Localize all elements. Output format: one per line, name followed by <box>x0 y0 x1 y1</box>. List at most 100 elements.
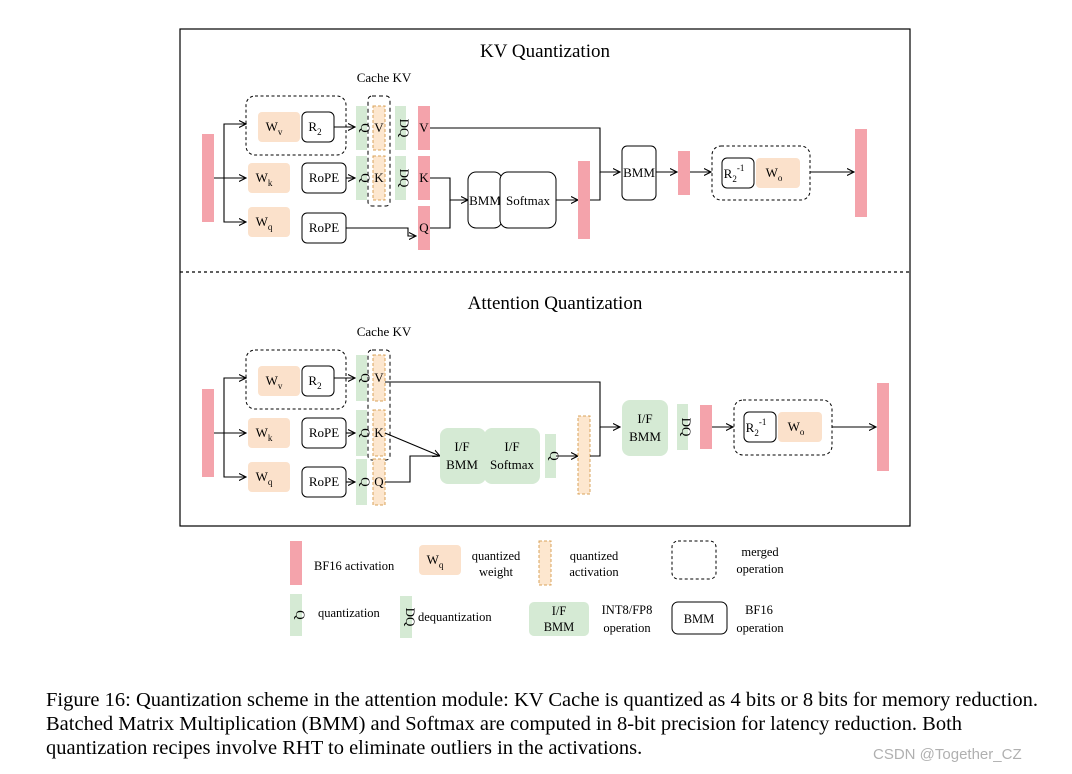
attn-quant-v <box>356 355 367 401</box>
legend-quantized-weight-2: weight <box>479 565 514 579</box>
attn-if-bmm2-line2: BMM <box>629 429 661 444</box>
legend-quantized-activation-2: activation <box>569 565 619 579</box>
attn-r2-label: R2 <box>308 373 321 391</box>
attn-cached-v <box>372 354 386 402</box>
kv-quant-k <box>356 156 367 200</box>
kv-softmax-label: Softmax <box>506 193 551 208</box>
kv-r2inv-op <box>721 157 755 189</box>
kv-quant-k-symbol: Q <box>358 173 373 183</box>
legend-dequantization-label: dequantization <box>418 610 492 624</box>
legend-quantized-activation-1: quantized <box>570 549 619 563</box>
attn-cached-k-label: K <box>374 425 384 440</box>
kv-wv-label: Wv <box>266 119 283 137</box>
kv-quant-v <box>356 106 367 150</box>
watermark: CSDN @Together_CZ <box>873 746 1022 763</box>
kv-quantization-section: KV Quantization Cache KV Wv R2 Wk RoPE W… <box>202 41 867 250</box>
attn-merged-wv-r2 <box>245 349 347 410</box>
attn-if-softmax-line2: Softmax <box>490 457 535 472</box>
attn-if-bmm1-line1: I/F <box>454 439 469 454</box>
kv-attn-weights-activation <box>578 161 590 239</box>
legend-bmm-swatch <box>671 601 728 635</box>
attn-input-fanout-line <box>214 378 246 434</box>
attn-wq-label: Wq <box>256 469 273 487</box>
quantization-diagram: KV Quantization Cache KV Wv R2 Wk RoPE W… <box>179 28 911 638</box>
kv-q-to-bmm-line <box>430 200 451 229</box>
attn-quant-v-symbol: Q <box>358 373 373 383</box>
legend-weight-swatch <box>419 545 461 575</box>
kv-cached-k-label: K <box>374 170 384 185</box>
legend-dequant-swatch <box>400 596 412 638</box>
diagram-frame <box>179 28 911 527</box>
attn-r2-op <box>301 365 335 397</box>
kv-bmm2-output-activation <box>678 151 690 195</box>
attn-quant-k <box>356 410 367 456</box>
legend-quant-symbol: Q <box>293 610 308 620</box>
attn-section-title: Attention Quantization <box>468 293 643 314</box>
attn-input-activation <box>202 389 214 477</box>
kv-bf16-v <box>418 106 430 150</box>
kv-dequant-k-symbol: DQ <box>397 169 412 188</box>
kv-bmm1-label: BMM <box>469 193 501 208</box>
legend-activation-swatch <box>538 540 552 586</box>
kv-bf16-q <box>418 206 430 250</box>
legend-int8-swatch <box>529 602 589 636</box>
legend-bf16op-label-2: operation <box>736 621 784 635</box>
kv-dequant-v <box>395 106 406 150</box>
attn-wv-label: Wv <box>266 373 283 391</box>
attn-if-softmax <box>484 428 540 484</box>
attn-softmax-quant <box>545 434 556 478</box>
kv-dequant-v-symbol: DQ <box>397 119 412 138</box>
legend-int8-symbol-1: I/F <box>552 604 567 618</box>
attn-bmm2-output-activation <box>700 405 712 449</box>
kv-bf16-q-label: Q <box>419 220 429 235</box>
legend-int8-symbol-2: BMM <box>544 620 575 634</box>
kv-merged-wv-r2 <box>245 95 347 156</box>
attn-quantized-q-label: Q <box>374 474 384 489</box>
kv-merged-r2inv-wo <box>711 145 811 201</box>
legend-dequant-symbol: DQ <box>403 608 418 627</box>
legend-merged-swatch <box>671 540 717 580</box>
kv-output-activation <box>855 129 867 217</box>
kv-cached-k <box>372 155 386 201</box>
kv-wk-label: Wk <box>256 170 273 188</box>
attn-cached-v-label: V <box>374 370 384 385</box>
kv-bf16-k-label: K <box>419 170 429 185</box>
attn-if-bmm2-line1: I/F <box>637 411 652 426</box>
kv-rope-q-to-q-arrow <box>346 227 416 236</box>
attn-rope-q-label: RoPE <box>309 474 339 489</box>
attn-k-to-ifbmm-arrow <box>384 432 440 456</box>
legend-bf16-label: BF16 activation <box>314 559 395 573</box>
attn-q-to-ifbmm-line <box>385 455 440 483</box>
kv-input-fanout-line <box>214 124 246 179</box>
attention-quantization-section: Attention Quantization Cache KV Wv R2 Wk… <box>202 293 889 506</box>
kv-section-title: KV Quantization <box>480 41 610 62</box>
attn-dequant <box>677 404 688 450</box>
kv-rope-q-label: RoPE <box>309 220 339 235</box>
attn-cache-label: Cache KV <box>357 324 412 339</box>
kv-k-to-bmm-arrow <box>430 177 468 200</box>
attn-to-wq-arrow <box>223 433 246 477</box>
kv-dequant-k <box>395 156 406 200</box>
attn-act-to-bmm2-line <box>590 427 601 457</box>
legend-bmm-symbol: BMM <box>684 612 715 626</box>
legend-bf16op-label-1: BF16 <box>745 603 773 617</box>
attn-if-bmm1 <box>440 428 486 484</box>
kv-input-activation <box>202 134 214 222</box>
kv-cache-label: Cache KV <box>357 70 412 85</box>
attn-quant-k-symbol: Q <box>358 428 373 438</box>
attn-output-activation <box>877 383 889 471</box>
kv-rope-k-label: RoPE <box>309 170 339 185</box>
legend-weight-symbol: Wq <box>427 552 444 570</box>
kv-cached-v-label: V <box>374 120 384 135</box>
legend-quantization-label: quantization <box>318 606 381 620</box>
attn-softmax-quant-symbol: Q <box>547 451 562 461</box>
kv-cache-box <box>367 95 391 207</box>
attn-wo-weight <box>778 412 822 442</box>
legend-quantized-weight-1: quantized <box>472 549 521 563</box>
attn-r2inv-op <box>743 411 777 443</box>
attn-quant-q-symbol: Q <box>358 477 373 487</box>
attn-rope-k-label: RoPE <box>309 425 339 440</box>
kv-bmm2 <box>621 145 657 201</box>
attn-if-bmm2 <box>622 400 668 456</box>
kv-bf16-k <box>418 156 430 200</box>
